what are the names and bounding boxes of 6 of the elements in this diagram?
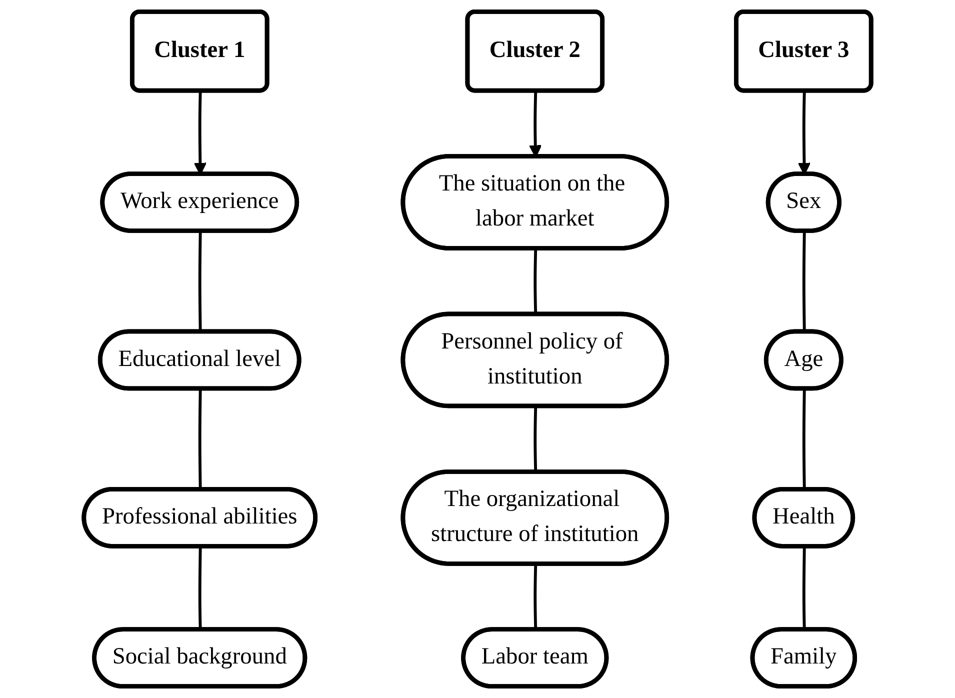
connector — [802, 389, 806, 490]
connector — [534, 248, 538, 315]
connector — [198, 389, 202, 490]
connector — [802, 231, 806, 332]
connector — [198, 231, 202, 332]
connector — [534, 406, 538, 472]
